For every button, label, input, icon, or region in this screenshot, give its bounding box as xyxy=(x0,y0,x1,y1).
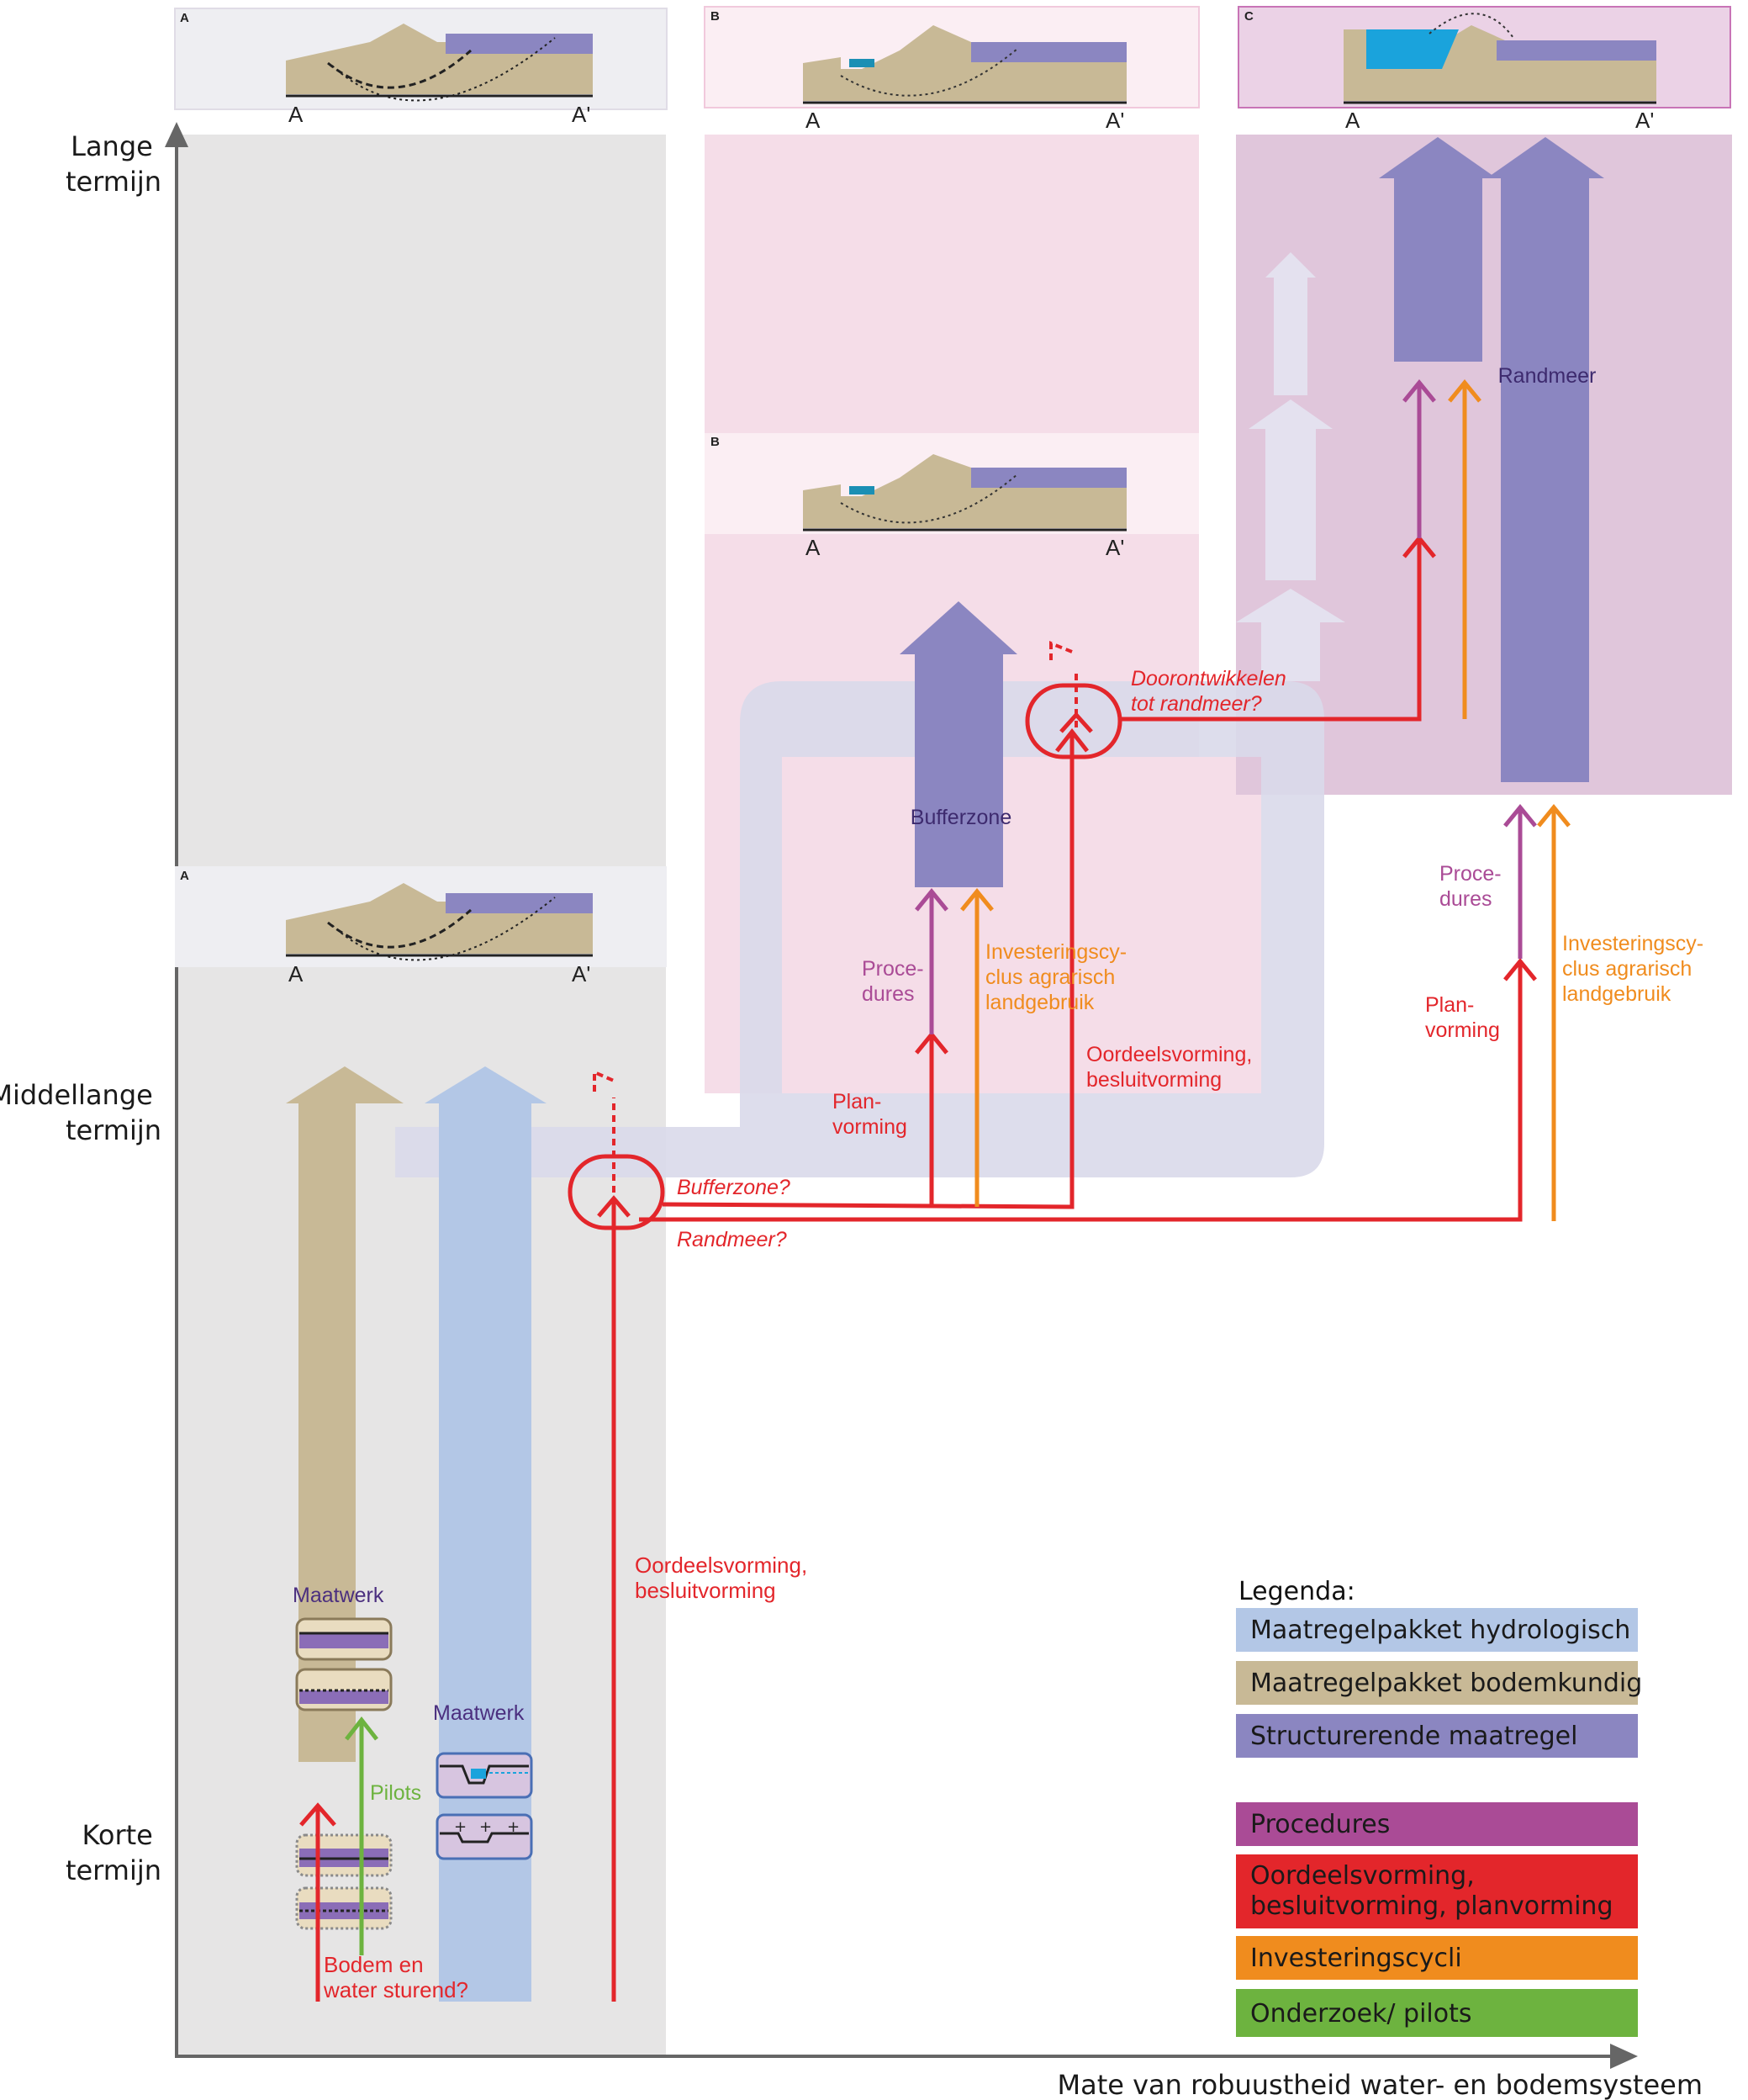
pilots-label: Pilots xyxy=(370,1781,421,1805)
y-label-medium: Middellange termijn xyxy=(0,1079,161,1146)
legend-label-structurerend: Structurerende maatregel xyxy=(1250,1722,1577,1751)
x-axis-arrowhead xyxy=(1610,2044,1638,2069)
maatwerk-label-1: Maatwerk xyxy=(293,1584,384,1607)
svg-text:A: A xyxy=(288,102,304,127)
legend-label-hydrologisch: Maatregelpakket hydrologisch xyxy=(1250,1616,1630,1645)
ghost-arrow-shaft-3 xyxy=(1274,278,1307,395)
branch-c-upper xyxy=(1505,807,1535,959)
svg-text:+: + xyxy=(454,1818,467,1836)
randmeer-arrow-small xyxy=(1379,137,1497,362)
randmeer-question: Randmeer? xyxy=(677,1228,787,1251)
svg-text:+: + xyxy=(507,1818,520,1836)
svg-text:+: + xyxy=(479,1818,492,1836)
x-axis-label: Mate van robuustheid water- en bodemsyst… xyxy=(1057,2069,1703,2100)
svg-text:A: A xyxy=(805,108,821,133)
svg-text:B: B xyxy=(710,435,720,449)
svg-text:C: C xyxy=(1244,9,1254,24)
proc-label-c: Proce- dures xyxy=(1439,862,1508,911)
soil-block-dashed-2 xyxy=(297,1888,391,1928)
hydro-block-1 xyxy=(437,1754,531,1797)
randmeer-arrow-large xyxy=(1487,137,1604,782)
bufferzone-arrow xyxy=(900,601,1017,887)
transition-path-inner-c xyxy=(1236,757,1261,795)
soil-block-2 xyxy=(297,1669,391,1710)
svg-text:B: B xyxy=(710,9,720,24)
y-label-long: Lange termijn xyxy=(66,130,161,198)
maatwerk-label-2: Maatwerk xyxy=(433,1701,525,1725)
invest-arrow-c-low xyxy=(1539,807,1569,1221)
randmeer-label: Randmeer xyxy=(1498,364,1597,388)
svg-text:A: A xyxy=(288,961,304,987)
svg-text:A': A' xyxy=(572,102,590,127)
svg-text:A: A xyxy=(180,869,189,883)
svg-text:A: A xyxy=(805,535,821,560)
invest-label-c: Investeringscy- clus agrarisch landgebru… xyxy=(1562,932,1709,1006)
legend-label-procedures: Procedures xyxy=(1250,1810,1390,1839)
svg-text:A': A' xyxy=(1106,535,1124,560)
bufferzone-question: Bufferzone? xyxy=(677,1176,790,1199)
soil-block-dashed-1 xyxy=(297,1835,391,1875)
legend-label-bodemkundig: Maatregelpakket bodemkundig xyxy=(1250,1669,1642,1698)
soil-block-1 xyxy=(297,1619,391,1659)
cross-section-top-a: A A A' xyxy=(175,8,667,127)
cross-section-top-b: B A A' xyxy=(705,7,1199,133)
plan-label-c: Plan- vorming xyxy=(1425,993,1500,1042)
legend: Legenda: Maatregelpakket hydrologisch Ma… xyxy=(1236,1577,1642,2037)
svg-text:A': A' xyxy=(572,961,590,987)
legend-label-onderzoek: Onderzoek/ pilots xyxy=(1250,1999,1472,2029)
svg-text:A': A' xyxy=(1635,108,1654,133)
ghost-arrow-shaft-2 xyxy=(1265,429,1316,580)
svg-text:A: A xyxy=(1345,108,1360,133)
cross-section-top-c: C A A' xyxy=(1238,7,1730,133)
svg-text:A: A xyxy=(180,11,189,25)
legend-title: Legenda: xyxy=(1238,1577,1355,1606)
hydrologisch-arrow xyxy=(425,1066,547,2002)
legend-label-investeringscycli: Investeringscycli xyxy=(1250,1944,1462,1973)
oordeel-label-low: Oordeelsvorming, besluitvorming xyxy=(635,1553,813,1603)
bufferzone-label: Bufferzone xyxy=(911,806,1011,829)
zone-a-background xyxy=(177,135,666,2056)
svg-text:A': A' xyxy=(1106,108,1124,133)
hydro-block-2: + + + xyxy=(437,1815,531,1859)
y-label-short: Korte termijn xyxy=(66,1819,161,1886)
